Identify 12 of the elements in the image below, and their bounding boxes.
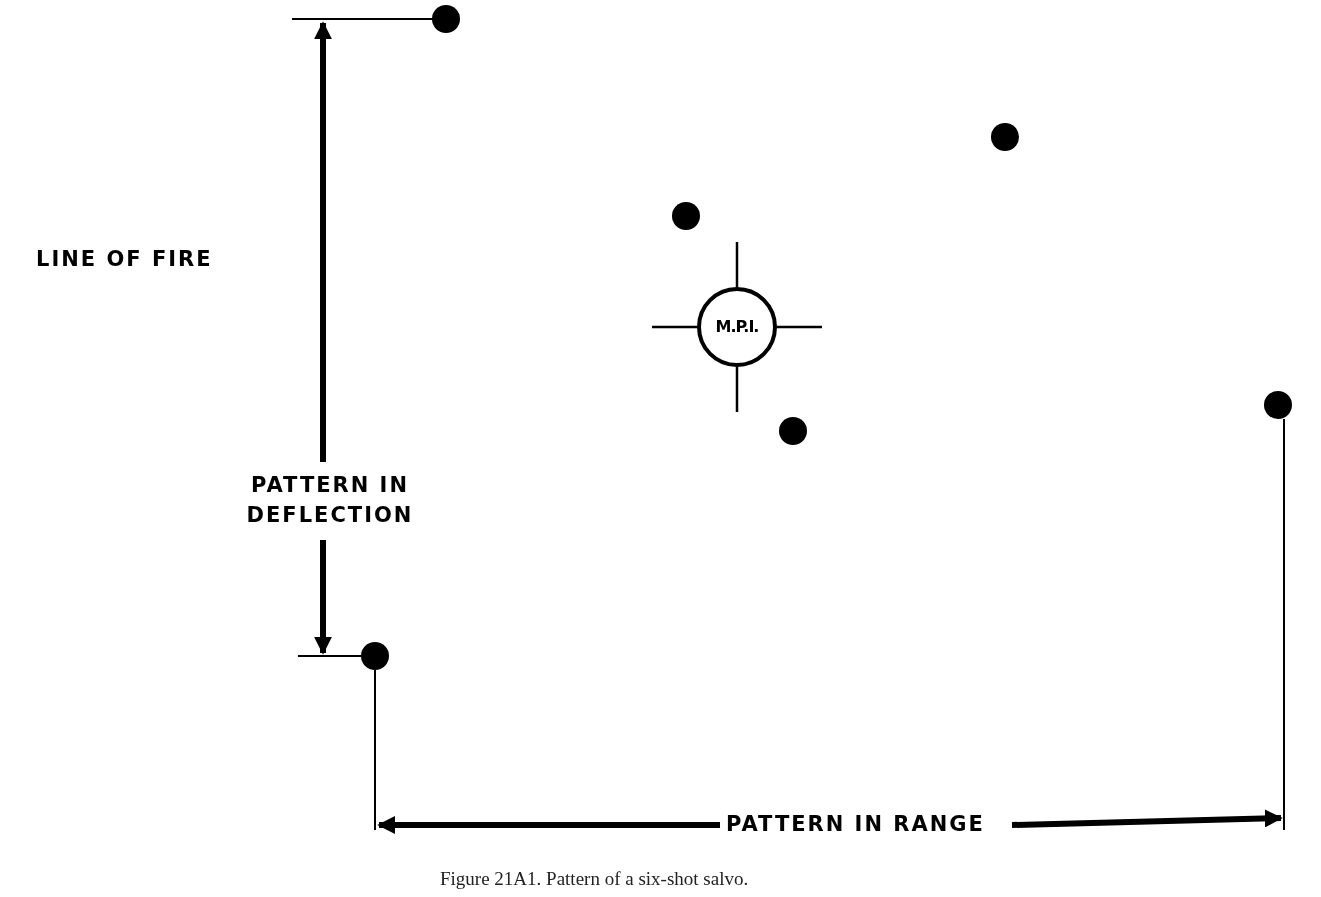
node-label: M.P.I. bbox=[714, 316, 760, 338]
shot-dot bbox=[672, 202, 700, 230]
figure-caption: Figure 21A1. Pattern of a six-shot salvo. bbox=[440, 868, 749, 890]
dimension-label: PATTERN IN DEFLECTION bbox=[245, 472, 415, 529]
dimension-label: PATTERN IN RANGE bbox=[726, 811, 986, 838]
shot-dot bbox=[1264, 391, 1292, 419]
crosshair-circle bbox=[652, 242, 822, 412]
shot-dot bbox=[779, 417, 807, 445]
shot-dot bbox=[432, 5, 460, 33]
shot-dot bbox=[361, 642, 389, 670]
direction-label: LINE OF FIRE bbox=[36, 246, 214, 273]
shot-dot bbox=[991, 123, 1019, 151]
